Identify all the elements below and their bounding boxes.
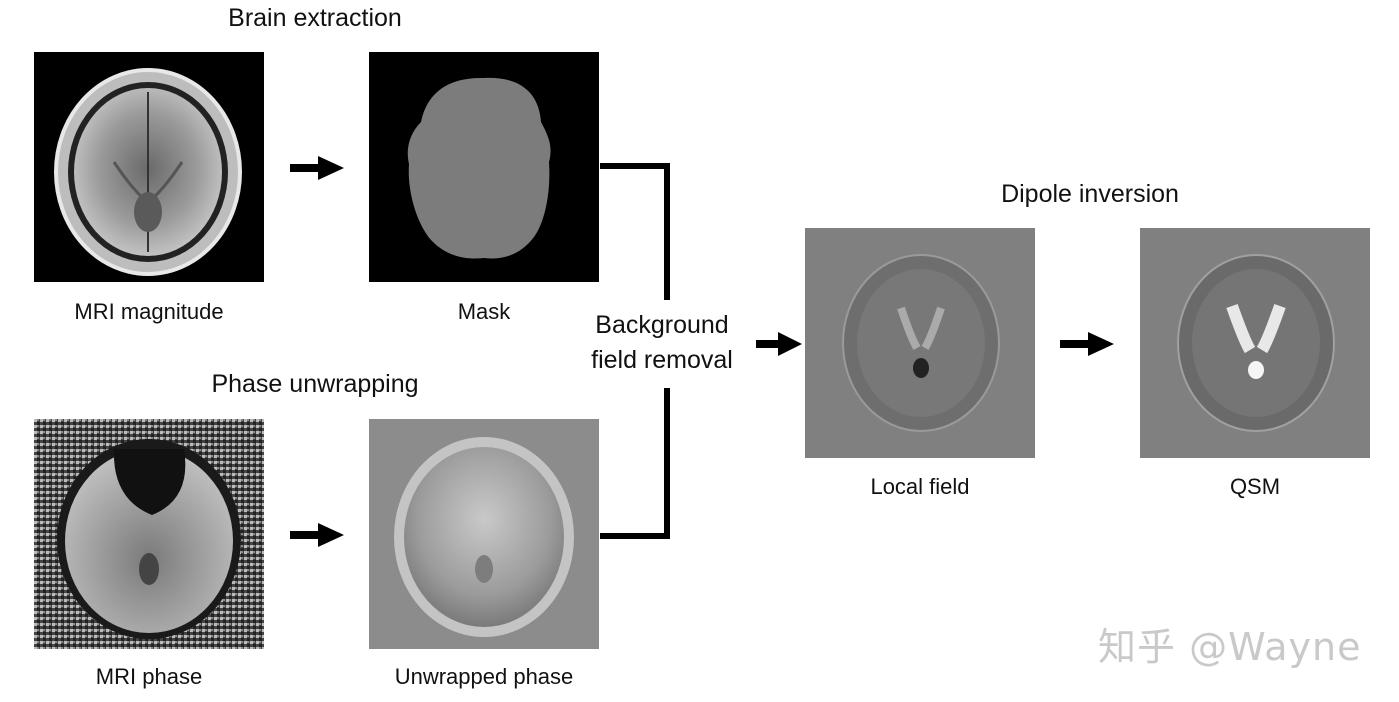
unwrapped-phase-image	[369, 419, 599, 649]
background-field-removal-line2: field removal	[591, 346, 733, 374]
arrow-phase-to-unwrapped	[290, 523, 344, 547]
mask-image	[369, 52, 599, 282]
watermark: 知乎 @Wayne	[1098, 625, 1362, 669]
local-field-image	[805, 228, 1035, 458]
mri-magnitude-image	[34, 52, 264, 282]
mri-phase-image	[34, 419, 264, 649]
qsm-image	[1140, 228, 1370, 458]
mask-label: Mask	[457, 299, 511, 324]
arrow-local-to-qsm	[1060, 332, 1114, 356]
qsm-label: QSM	[1229, 474, 1281, 499]
mri-magnitude-label: MRI magnitude	[74, 299, 224, 324]
phase-unwrapping-title: Phase unwrapping	[211, 370, 419, 398]
local-field-label: Local field	[870, 474, 970, 499]
arrow-to-local-field	[756, 332, 802, 356]
brain-extraction-title: Brain extraction	[228, 4, 402, 32]
unwrapped-phase-label: Unwrapped phase	[394, 664, 574, 689]
arrow-mag-to-mask	[290, 156, 344, 180]
background-field-removal-line1: Background	[595, 311, 729, 339]
mri-phase-label: MRI phase	[95, 664, 203, 689]
dipole-inversion-title: Dipole inversion	[1001, 180, 1179, 208]
bracket-connector	[600, 163, 670, 539]
